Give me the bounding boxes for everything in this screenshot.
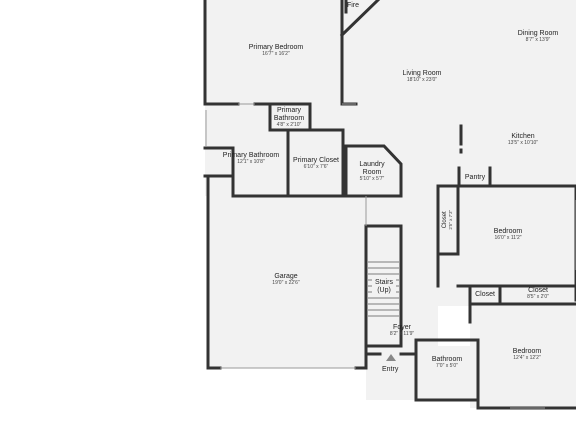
room-stairs: Stairs (Up): [372, 279, 396, 296]
room-fire-name: Fire: [346, 2, 360, 9]
room-bathroom: Bathroom 7'0" x 5'0": [432, 356, 462, 370]
room-bedroom-upper-dims: 16'0" x 11'2": [494, 235, 522, 242]
room-garage: Garage 19'0" x 22'6": [272, 273, 299, 287]
room-foyer-name: Foyer: [393, 324, 411, 331]
room-living-room-name: Living Room: [402, 70, 442, 77]
room-primary-bathroom: Primary Bathroom 12'1" x 10'8": [223, 152, 279, 166]
room-fire: Fire: [347, 2, 359, 10]
room-primary-bathroom-small: Primary Bathroom 4'8" x 2'10": [271, 107, 307, 129]
room-kitchen-dims: 13'5" x 10'10": [507, 140, 539, 147]
room-living-room: Living Room 18'10" x 23'0": [403, 70, 442, 84]
room-living-room-dims: 18'10" x 23'0": [406, 77, 438, 84]
room-closet-wide-dims: 8'5" x 2'0": [527, 294, 549, 301]
room-bedroom-lower-dims: 12'4" x 12'2": [513, 355, 541, 362]
room-bedroom-lower-name: Bedroom: [512, 348, 542, 355]
entry-label: Entry: [382, 366, 399, 373]
room-pantry-name: Pantry: [464, 174, 486, 181]
room-stairs-name: Stairs (Up): [372, 279, 396, 296]
room-kitchen: Kitchen 13'5" x 10'10": [508, 133, 538, 147]
room-primary-closet: Primary Closet 6'10" x 7'6": [293, 157, 339, 171]
room-primary-bathroom-small-name: Primary Bathroom: [273, 107, 305, 123]
room-dining-room-name: Dining Room: [517, 30, 559, 37]
room-foyer: Foyer 8'2" x 11'9": [390, 324, 414, 338]
room-primary-bathroom-dims: 12'1" x 10'8": [237, 159, 265, 166]
room-kitchen-name: Kitchen: [511, 133, 535, 140]
room-garage-name: Garage: [274, 273, 298, 280]
room-bedroom-upper: Bedroom 16'0" x 11'2": [494, 228, 522, 242]
room-closet-small: Closet: [475, 291, 495, 299]
room-laundry-room-name: Laundry Room: [359, 161, 385, 177]
room-foyer-dims: 8'2" x 11'9": [389, 331, 415, 338]
room-laundry-room: Laundry Room 5'10" x 5'7": [354, 161, 390, 183]
room-primary-closet-name: Primary Closet: [293, 157, 339, 164]
windows: [205, 103, 576, 409]
room-primary-closet-dims: 6'10" x 7'6": [303, 164, 329, 171]
room-closet-vertical-dims: 2'5" x 7'3": [447, 209, 453, 230]
room-closet-vertical: Closet 2'5" x 7'3": [442, 198, 454, 242]
room-bedroom-lower: Bedroom 12'4" x 12'2": [513, 348, 541, 362]
room-primary-bedroom-name: Primary Bedroom: [248, 44, 304, 51]
room-closet-small-name: Closet: [475, 291, 495, 298]
room-primary-bedroom-dims: 16'7" x 16'2": [262, 51, 290, 58]
room-closet-wide: Closet 8'5" x 2'0": [527, 287, 549, 301]
room-primary-bathroom-small-dims: 4'8" x 2'10": [276, 122, 302, 129]
room-garage-dims: 19'0" x 22'6": [272, 280, 300, 287]
room-pantry: Pantry: [465, 174, 485, 182]
room-closet-wide-name: Closet: [528, 287, 548, 294]
room-primary-bathroom-name: Primary Bathroom: [222, 152, 280, 159]
room-bathroom-dims: 7'0" x 5'0": [436, 363, 458, 370]
room-primary-bedroom: Primary Bedroom 16'7" x 16'2": [249, 44, 303, 58]
entry-marker-icon: [386, 354, 396, 361]
room-laundry-room-dims: 5'10" x 5'7": [359, 176, 385, 183]
room-bathroom-name: Bathroom: [431, 356, 463, 363]
room-dining-room-dims: 8'7" x 13'9": [525, 37, 551, 44]
room-bedroom-upper-name: Bedroom: [493, 228, 523, 235]
room-dining-room: Dining Room 8'7" x 13'9": [518, 30, 558, 44]
